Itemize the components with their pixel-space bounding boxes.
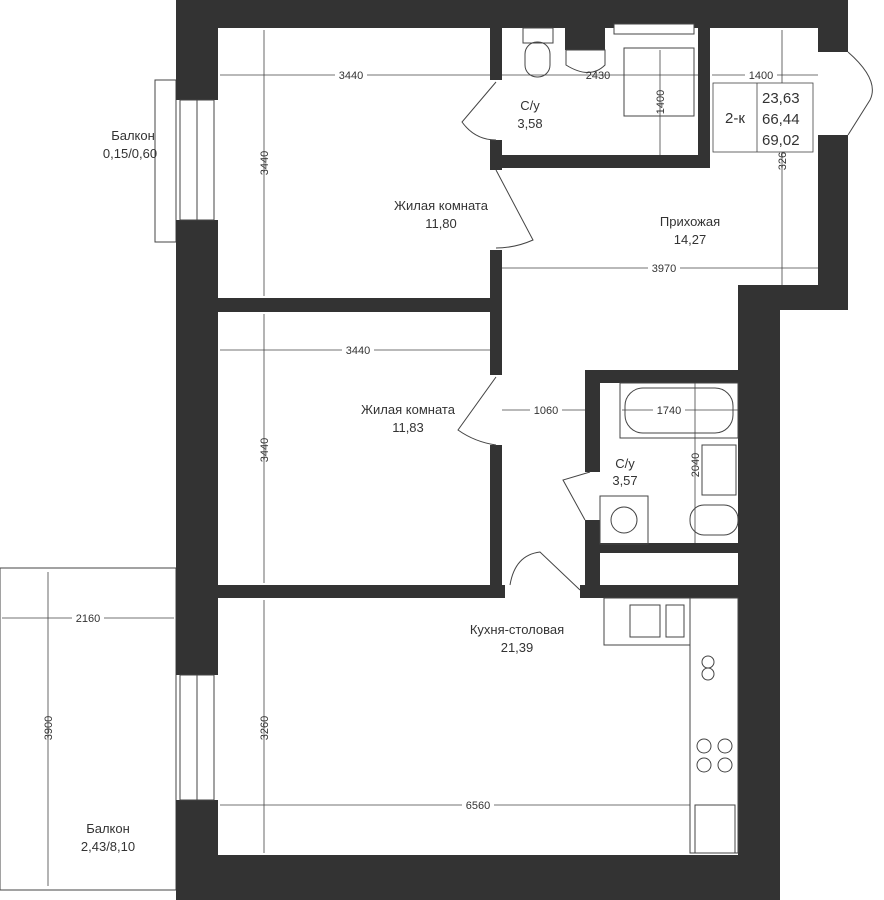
dim-label: 3900 <box>43 716 55 740</box>
dim-label: 1740 <box>657 405 681 417</box>
dim-label: 2160 <box>76 613 100 625</box>
room-area: 2,43/8,10 <box>81 839 135 854</box>
dim-label: 3440 <box>339 70 363 82</box>
room-area: 14,27 <box>674 232 707 247</box>
apartment-info-box: 2-к 23,63 66,44 69,02 <box>712 82 814 153</box>
room-area: 21,39 <box>501 640 534 655</box>
room-area: 3,58 <box>517 116 542 131</box>
room-name: Балкон <box>111 128 155 143</box>
room-name: Прихожая <box>660 214 720 229</box>
dim-label: 3440 <box>346 345 370 357</box>
room-name: Жилая комната <box>361 402 456 417</box>
living-area: 23,63 <box>762 90 800 107</box>
doors <box>457 51 873 591</box>
windows <box>179 23 695 801</box>
room-name: С/у <box>615 456 635 471</box>
room-area: 0,15/0,60 <box>103 146 157 161</box>
dim-label: 3970 <box>652 263 676 275</box>
apartment-type: 2-к <box>725 110 745 127</box>
room-area: 11,83 <box>392 420 424 435</box>
total-area-with-balcony: 69,02 <box>762 132 800 149</box>
dimension-labels: 3440 3440 2430 1400 1400 3260 3970 3440 … <box>43 68 789 812</box>
balcony-small <box>154 79 177 243</box>
dim-label: 1400 <box>749 70 773 82</box>
dim-label: 3440 <box>259 438 271 462</box>
room-area: 11,80 <box>425 216 457 231</box>
total-area: 66,44 <box>762 111 800 128</box>
dim-label: 3260 <box>259 716 271 740</box>
dim-label: 3440 <box>259 151 271 175</box>
room-name: Кухня-столовая <box>470 622 564 637</box>
room-name: Балкон <box>86 821 130 836</box>
room-area: 3,57 <box>612 473 637 488</box>
balcony-large <box>0 567 177 891</box>
fixtures <box>522 27 739 854</box>
dim-label: 6560 <box>466 800 490 812</box>
room-name: С/у <box>520 98 540 113</box>
walls <box>176 0 848 900</box>
dim-label: 2040 <box>690 453 702 477</box>
dim-label: 2430 <box>586 70 610 82</box>
dimension-lines <box>2 30 818 886</box>
room-name: Жилая комната <box>394 198 489 213</box>
dim-label: 1060 <box>534 405 558 417</box>
dim-label: 1400 <box>655 90 667 114</box>
room-labels: С/у 3,58 Жилая комната 11,80 Прихожая 14… <box>81 98 720 854</box>
